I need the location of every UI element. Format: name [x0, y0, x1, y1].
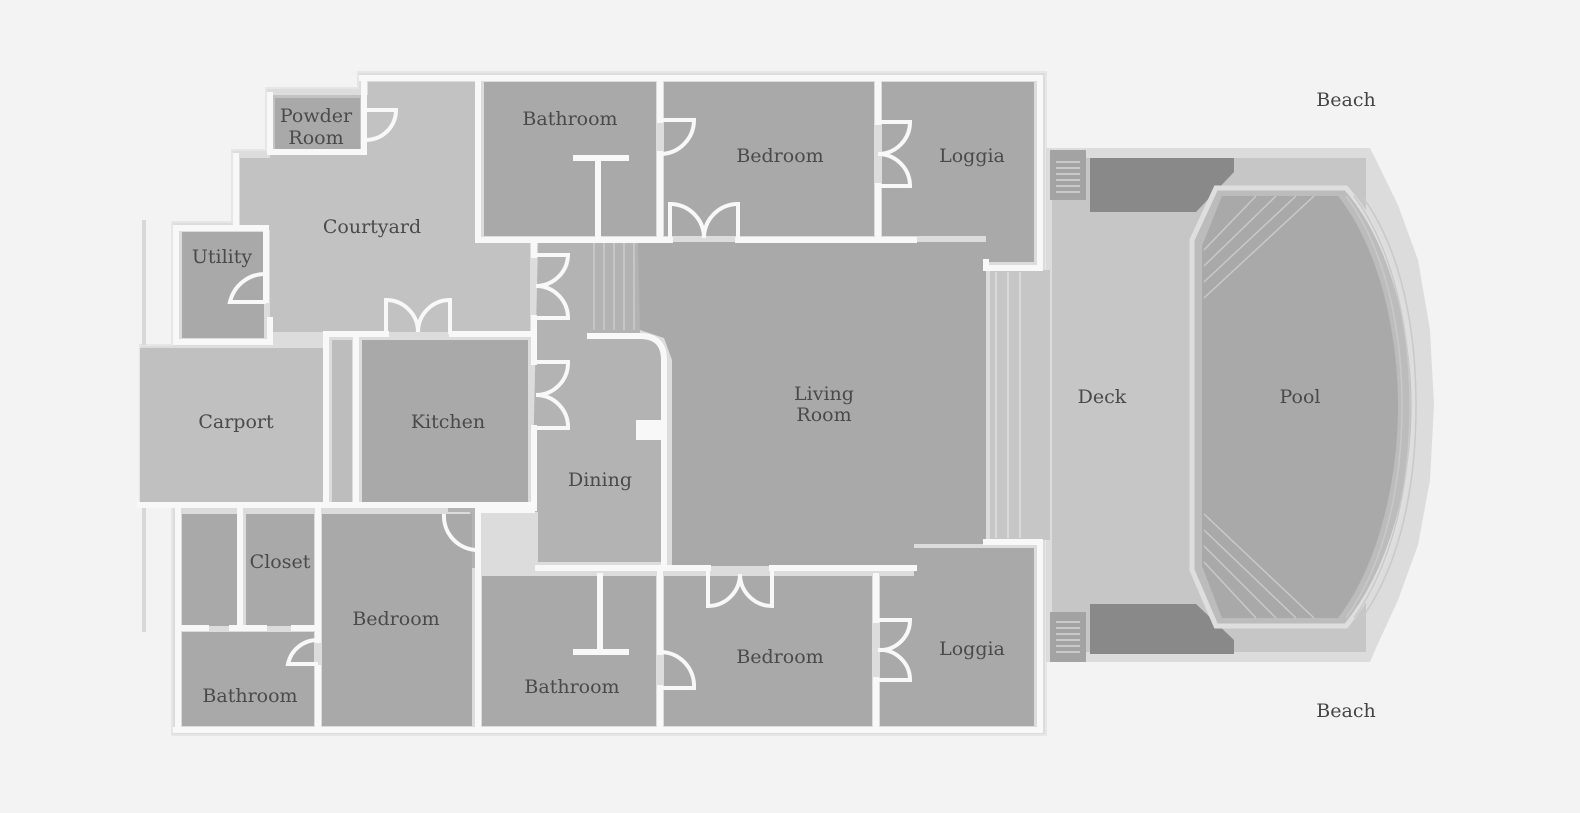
door-powder-room[interactable] [364, 108, 399, 142]
label-bathroom-southwest: Bathroom [202, 685, 297, 707]
bedroom-north-area[interactable] [664, 82, 874, 236]
label-living-room-2: Room [796, 404, 851, 426]
door-kitchen-north[interactable] [384, 297, 452, 334]
powder-room-area[interactable] [275, 98, 360, 150]
utility-area[interactable] [182, 232, 264, 338]
label-bathroom-south: Bathroom [524, 676, 619, 698]
planter-north [1090, 158, 1234, 212]
closet-area[interactable] [246, 514, 314, 626]
room-labels: Powder Room Courtyard Utility Carport Ki… [192, 89, 1376, 722]
steps-block-south [1050, 612, 1086, 662]
bathroom-north-area[interactable] [484, 82, 656, 236]
door-dining-south[interactable] [441, 513, 479, 553]
kitchen-area[interactable] [362, 340, 528, 502]
bathroom-southwest-area[interactable] [182, 632, 314, 726]
door-bath-southwest[interactable] [285, 637, 319, 666]
label-living-room: Living [794, 383, 854, 405]
door-bedroom-north[interactable] [668, 201, 740, 240]
door-kitchen-east[interactable] [534, 360, 571, 430]
label-beach-north: Beach [1316, 89, 1375, 111]
label-kitchen: Kitchen [411, 411, 485, 433]
door-loggia-north[interactable] [877, 120, 913, 188]
living-room-area[interactable] [638, 242, 986, 566]
loggia-south-area[interactable] [880, 548, 1034, 726]
bathroom-south-area[interactable] [482, 576, 656, 726]
door-bath-north[interactable] [659, 118, 697, 156]
deck-and-pool [990, 148, 1434, 662]
label-powder-room-2: Room [288, 127, 343, 149]
label-carport: Carport [198, 411, 274, 433]
label-beach-south: Beach [1316, 700, 1375, 722]
steps-north [593, 243, 635, 330]
door-living-south[interactable] [706, 568, 774, 609]
label-courtyard: Courtyard [323, 216, 421, 238]
label-bathroom-north: Bathroom [522, 108, 617, 130]
label-pool: Pool [1280, 386, 1321, 408]
doors [227, 108, 913, 690]
planter-south [1090, 604, 1234, 654]
bedroom-west-area[interactable] [322, 514, 472, 726]
label-utility: Utility [192, 246, 253, 268]
bedroom-south-area[interactable] [664, 576, 872, 726]
label-loggia-north: Loggia [939, 145, 1005, 167]
door-utility[interactable] [227, 271, 267, 304]
label-bedroom-south: Bedroom [736, 646, 823, 668]
door-bath-south[interactable] [659, 649, 697, 690]
label-dining: Dining [568, 469, 632, 491]
label-powder-room: Powder [280, 105, 353, 127]
label-closet: Closet [250, 551, 311, 573]
loggia-north-area[interactable] [882, 82, 1034, 262]
door-dining-north[interactable] [534, 253, 571, 320]
label-loggia-south: Loggia [939, 638, 1005, 660]
label-bedroom-north: Bedroom [736, 145, 823, 167]
interior-walls [137, 75, 1043, 733]
door-loggia-south[interactable] [876, 618, 913, 682]
label-bedroom-west: Bedroom [352, 608, 439, 630]
carport-area[interactable] [140, 348, 326, 502]
label-deck: Deck [1078, 386, 1127, 408]
